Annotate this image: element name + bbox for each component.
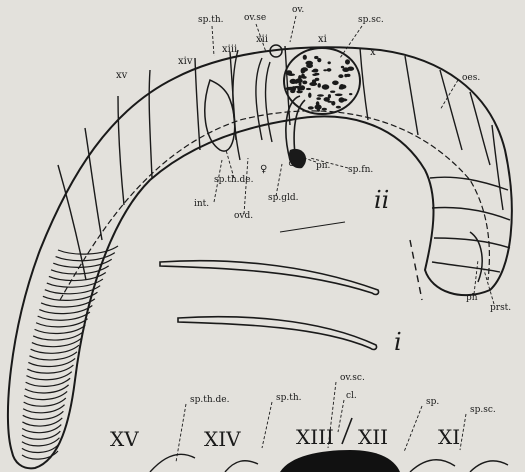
sac-stipple-dot [330,91,335,93]
sac-stipple-dot [328,61,331,64]
sac-stipple-dot [328,94,331,98]
sac-stipple-dot [312,74,317,76]
segment-XIII: XIII [296,425,334,449]
sac-stipple-dot [324,85,327,87]
sac-stipple-dot [296,90,302,93]
label-ov-se: ov.se [244,13,266,23]
sac-stipple-dot [316,97,321,100]
setae-figure-i: i [160,261,402,356]
sac-stipple-dot [306,88,311,90]
sac-stipple-dot [308,106,314,109]
label-prst: prst. [490,303,511,313]
upper-pointer-lines [212,16,494,304]
sac-stipple-dot [309,82,317,86]
septum-wall-left [150,454,195,472]
sac-stipple-dot [317,109,320,112]
figure-number-ii: ii [374,186,389,214]
section-slash [342,418,352,444]
sac-stipple-dot [322,108,327,111]
label-sp-th: sp.th. [198,15,224,25]
sac-stipple-dot [327,101,332,103]
tail-segment-rings [22,246,118,459]
sac-stipple-dot [339,84,344,90]
sac-stipple-dot [302,81,307,85]
sac-stipple-dot [346,74,351,77]
segment-xii: xii [256,34,268,45]
label-male: ♂ [288,158,297,169]
label-sp-fn: sp.fn. [348,165,373,175]
segment-xiv: xiv [178,56,193,67]
label-sp-th-de-lower: sp.th.de. [190,395,230,405]
clitellum-block [280,450,400,472]
sac-stipple-dot [323,69,327,71]
label-sp-gld: sp.gld. [268,193,299,203]
sperm-sac-stipple [286,55,355,112]
segment-XV: XV [110,427,139,451]
sac-stipple-dot [342,67,349,72]
sac-stipple-dot [339,97,345,102]
sac-stipple-dot [286,70,292,75]
sac-stipple-dot [338,74,343,78]
label-sp-th-lower: sp.th. [276,393,302,403]
sac-stipple-dot [332,81,339,86]
label-ovd: ovd. [234,211,253,221]
sac-stipple-dot [336,106,341,109]
sac-stipple-dot [327,68,332,72]
segment-XII: XII [358,425,388,449]
sac-stipple-dot [301,68,304,74]
sac-stipple-dot [306,63,313,68]
sac-stipple-dot [286,87,293,90]
fig-ii-separator [280,222,345,232]
segment-XIV: XIV [204,427,241,451]
figure-number-i: i [394,328,402,356]
seta-lower [178,317,377,350]
label-sp-lower: sp. [426,397,439,407]
label-oes: oes. [462,73,480,83]
sac-stipple-dot [316,101,320,106]
segment-xv: xv [116,70,128,81]
sac-stipple-dot [349,93,352,95]
seta-upper [160,261,379,295]
label-int: int. [194,199,209,209]
segment-xiii: xiii [222,44,237,55]
ovary [256,58,272,142]
sac-stipple-dot [335,94,343,97]
segment-XI: XI [438,425,460,449]
fig-ii-dash [410,240,422,300]
septum-wall-right [410,460,455,472]
spermathecae [205,80,235,151]
label-ph: ph [466,293,478,303]
segment-xi: xi [318,34,327,45]
label-sp-sc-lower: sp.sc. [470,405,496,415]
sac-stipple-dot [345,59,350,64]
segment-x: x [370,47,376,58]
label-ov-sc: ov.sc. [340,373,365,383]
label-female: ♀ [260,164,267,175]
sac-stipple-dot [317,58,321,62]
septum-wall-far [470,461,508,472]
sac-stipple-dot [331,101,335,106]
septum-wall-mid [225,461,258,472]
sac-stipple-dot [317,94,324,96]
sac-stipple-dot [303,55,307,60]
label-cl: cl. [346,391,357,401]
sac-stipple-dot [295,78,302,83]
label-sp-sc: sp.sc. [358,15,384,25]
label-ov: ov. [292,5,304,15]
sac-stipple-dot [294,86,302,88]
sac-stipple-dot [318,83,321,88]
sac-stipple-dot [312,70,318,73]
sac-stipple-dot [308,93,311,98]
section-figure: XV XIV XIII XII XI sp.th.de. sp.th. ov.s… [110,373,508,472]
sac-stipple-dot [302,76,307,79]
